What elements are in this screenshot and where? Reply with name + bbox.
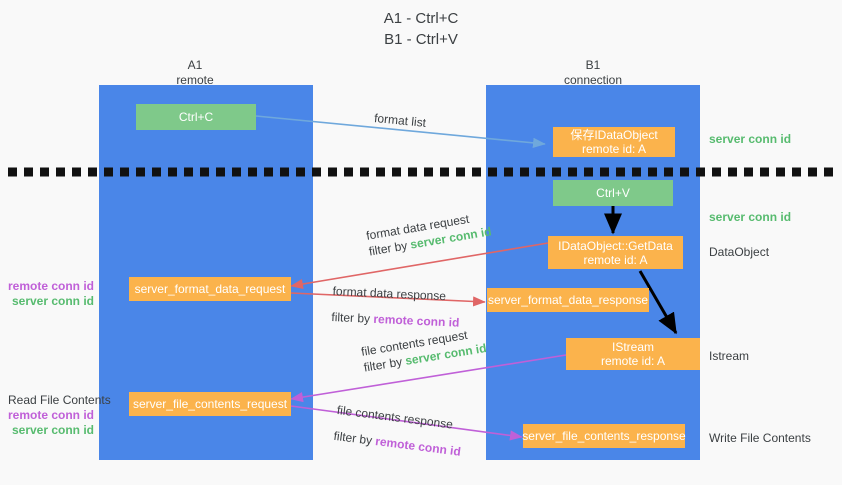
node-istream-line1: IStream — [611, 340, 654, 354]
label-file-server-conn-id: server conn id — [11, 423, 94, 437]
title-line-2: B1 - Ctrl+V — [384, 31, 458, 48]
edge-label-format-list: format list — [373, 110, 427, 130]
edge-label-format-data-response: format data response filter by remote co… — [331, 283, 460, 330]
node-server-file-contents-response[interactable]: server_file_contents_response — [522, 424, 686, 448]
label-group-read-file-contents: Read File Contents remote conn id server… — [8, 393, 111, 438]
label-server-conn-id-top: server conn id — [709, 132, 792, 146]
diagram-title: A1 - Ctrl+C B1 - Ctrl+V — [0, 8, 842, 50]
node-getdata-line1: IDataObject::GetData — [558, 238, 673, 253]
label-read-file-contents: Read File Contents — [8, 393, 111, 407]
label-server-conn-id-mid: server conn id — [709, 210, 792, 224]
node-ctrl-c[interactable]: Ctrl+C — [136, 104, 256, 130]
column-header-right: B1 connection — [538, 58, 648, 88]
node-ctrl-v[interactable]: Ctrl+V — [553, 180, 673, 206]
node-idataobject-getdata[interactable]: IDataObject::GetData remote id: A — [548, 236, 683, 269]
label-format-server-conn-id: server conn id — [11, 294, 94, 308]
node-server-file-contents-request-label: server_file_contents_request — [132, 397, 288, 411]
node-getdata-line2: remote id: A — [583, 252, 648, 267]
edge-label-format-data-request: format data request filter by server con… — [365, 211, 493, 259]
node-save-idataobject-line2: remote id: A — [581, 142, 647, 156]
node-save-idataobject[interactable]: 保存IDataObject remote id: A — [553, 127, 675, 157]
title-line-1: A1 - Ctrl+C — [383, 10, 459, 27]
column-right-name: B1 — [585, 58, 601, 72]
node-server-format-data-response[interactable]: server_format_data_response — [487, 288, 649, 312]
node-ctrl-c-label: Ctrl+C — [178, 110, 214, 124]
node-istream-line2: remote id: A — [600, 354, 666, 368]
column-left-name: A1 — [187, 58, 203, 72]
label-dataobject: DataObject — [709, 245, 770, 259]
label-write-file-contents: Write File Contents — [709, 431, 811, 445]
node-ctrl-v-label: Ctrl+V — [596, 186, 630, 200]
column-left-role: remote — [176, 73, 214, 87]
column-header-left: A1 remote — [140, 58, 250, 88]
edge-label-file-contents-request: file contents request filter by server c… — [360, 327, 488, 375]
label-format-remote-conn-id: remote conn id — [8, 279, 95, 293]
column-right-role: connection — [563, 73, 623, 87]
node-istream[interactable]: IStream remote id: A — [566, 338, 700, 370]
node-save-idataobject-line1: 保存IDataObject — [570, 128, 658, 142]
filter-value-remote-conn-id-1: remote conn id — [373, 311, 460, 330]
node-server-file-contents-request[interactable]: server_file_contents_request — [129, 392, 291, 416]
node-server-format-data-request-label: server_format_data_request — [134, 282, 286, 296]
label-istream: Istream — [709, 349, 750, 363]
node-server-format-data-request[interactable]: server_format_data_request — [129, 277, 291, 301]
label-group-format-conn-ids: remote conn id server conn id — [8, 279, 94, 309]
edge-label-file-contents-response: file contents response filter by remote … — [332, 402, 462, 459]
label-file-remote-conn-id: remote conn id — [8, 408, 95, 422]
node-server-file-contents-response-label: server_file_contents_response — [522, 429, 686, 443]
filter-value-remote-conn-id-2: remote conn id — [374, 434, 462, 459]
node-server-format-data-response-label: server_format_data_response — [487, 293, 649, 307]
